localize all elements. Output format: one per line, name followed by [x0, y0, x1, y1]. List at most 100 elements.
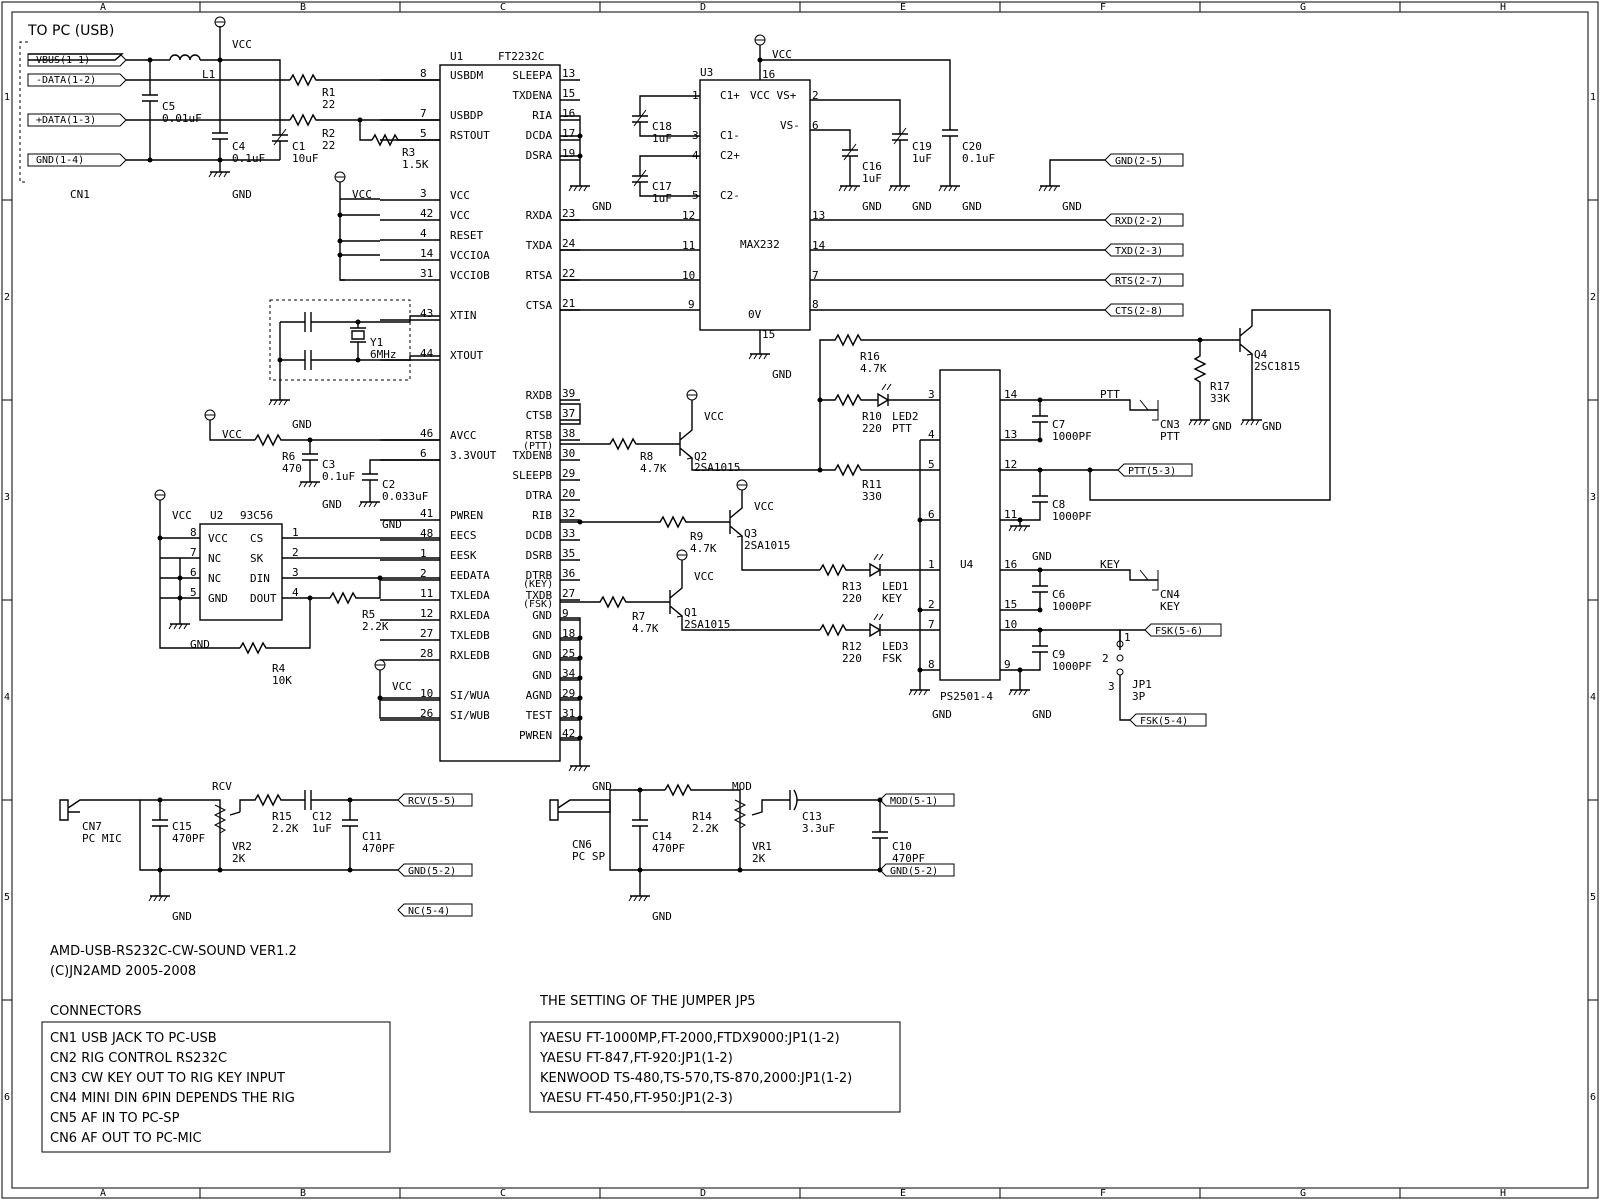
c9-ref: C9 — [1052, 648, 1065, 661]
u1-pin-27: 27 — [420, 627, 433, 640]
conn-line-5: CN6 AF OUT TO PC-MIC — [50, 1131, 202, 1146]
u1-rpin-23-5: 23 — [562, 207, 575, 220]
r2-val: 22 — [322, 139, 335, 152]
u3-p16: 16 — [762, 68, 775, 81]
u1-sig-siwua: SI/WUA — [450, 689, 490, 702]
r12-ref: R12 — [842, 640, 862, 653]
jp1-pin3: 3 — [1108, 680, 1115, 693]
row-left-5: 5 — [4, 892, 10, 903]
conn-line-3: CN4 MINI DIN 6PIN DEPENDS THE RIG — [50, 1091, 295, 1106]
u1-sig-eedata: EEDATA — [450, 569, 490, 582]
footer: AMD-USB-RS232C-CW-SOUND VER1.2 (C)JN2AMD… — [41, 944, 901, 1153]
u2-lpin-6: 6 — [190, 566, 197, 579]
r16-val: 4.7K — [860, 362, 887, 375]
u3-vsm: VS- — [780, 119, 800, 132]
rs232-flag-2-text: TXD(2-3) — [1115, 246, 1163, 257]
u1-rsig-26: PWREN — [519, 729, 552, 742]
u2-rsig-2: DIN — [250, 572, 270, 585]
u1-rsig-22: GND — [532, 649, 552, 662]
q4-gnd: GND — [1262, 420, 1282, 433]
u1-sig-vcc: VCC — [450, 189, 470, 202]
u1-right-pins: 13SLEEPA15TXDENA16RIA17DCDA19DSRA23RXDA2… — [512, 67, 580, 742]
c2-val: 0.033uF — [382, 490, 428, 503]
u2-lsig-0: VCC — [208, 532, 228, 545]
q3-key-driver: R9 4.7K VCC Q3 2SA1015 — [560, 479, 820, 571]
col-bot-E: E — [900, 1188, 906, 1199]
u1-pin-5: 5 — [420, 127, 427, 140]
r14-ref: R14 — [692, 810, 712, 823]
y1-val: 6MHz — [370, 348, 397, 361]
xtal-gnd-label: GND — [292, 418, 312, 431]
u1-rpin-42-26: 42 — [562, 727, 575, 740]
r10-val: 220 — [862, 422, 882, 435]
c3-ref: C3 — [322, 458, 335, 471]
u1-pin-41: 41 — [420, 507, 433, 520]
c8-val: 1000PF — [1052, 510, 1092, 523]
r4-val: 10K — [272, 674, 292, 687]
conn-line-2: CN3 CW KEY OUT TO RIG KEY INPUT — [50, 1071, 285, 1086]
rs232-flag-3: RTS(2-7) — [1104, 273, 1184, 287]
u1-rsig-9: RXDB — [526, 389, 553, 402]
avcc-vcc-label: VCC — [222, 428, 242, 441]
c11-ref: C11 — [362, 830, 382, 843]
u3-c1p: C1+ — [720, 89, 740, 102]
rs232-flag-2: TXD(2-3) — [1104, 243, 1184, 257]
u1-rsig-2: RIA — [532, 109, 552, 122]
u1-pin-2: 2 — [420, 567, 427, 580]
u1-rpin-27-19: 27 — [562, 587, 575, 600]
u1-rpin-29-13: 29 — [562, 467, 575, 480]
c6-val: 1000PF — [1052, 600, 1092, 613]
ptt53-flag-text: PTT(5-3) — [1128, 466, 1176, 477]
u1-pin-6: 6 — [420, 447, 427, 460]
u4-rpin-13: 13 — [1004, 428, 1017, 441]
cn6-ref: CN6 — [572, 838, 592, 851]
u1-rsig-11: RTSB — [526, 429, 553, 442]
c15-val: 470PF — [172, 832, 205, 845]
r7-ref: R7 — [632, 610, 645, 623]
col-bot-C: C — [500, 1188, 506, 1199]
u3-p15: 15 — [762, 328, 775, 341]
c19-val: 1uF — [912, 152, 932, 165]
u1-sig-vcciob: VCCIOB — [450, 269, 490, 282]
u2-rsig-3: DOUT — [250, 592, 277, 605]
c7-ref: C7 — [1052, 418, 1065, 431]
c7-val: 1000PF — [1052, 430, 1092, 443]
usb-pin-dplus: +DATA(1-3) — [36, 115, 96, 126]
col-bot-F: F — [1100, 1188, 1106, 1199]
u4-part: PS2501-4 — [940, 690, 993, 703]
u1-pin-46: 46 — [420, 427, 433, 440]
r10-ref: R10 — [862, 410, 882, 423]
u1-sig-vcc: VCC — [450, 209, 470, 222]
avcc-filter: VCC R6 470 C3 0.1uF GND C2 0.033uF GND — [204, 409, 440, 531]
col-top-A: A — [100, 2, 106, 13]
rs232-flag-4: CTS(2-8) — [1104, 303, 1184, 317]
fsk54-flag-text: FSK(5-4) — [1140, 716, 1188, 727]
jp-line-2: KENWOOD TS-480,TS-570,TS-870,2000:JP1(1-… — [540, 1071, 852, 1086]
u1-right-grounds: GND GND — [560, 115, 612, 793]
jp1-pin1: 1 — [1124, 631, 1131, 644]
u1-gnd-a-label: GND — [592, 200, 612, 213]
fsk56-flag-text: FSK(5-6) — [1155, 626, 1203, 637]
footer-title2: (C)JN2AMD 2005-2008 — [50, 964, 196, 979]
c20-val: 0.1uF — [962, 152, 995, 165]
u2-lpin-5: 5 — [190, 586, 197, 599]
u2-gnd-label: GND — [190, 638, 210, 651]
r4-ref: R4 — [272, 662, 286, 675]
u1-rsig-23: GND — [532, 669, 552, 682]
u4-gnd-c: GND — [1032, 708, 1052, 721]
u1-pin-31: 31 — [420, 267, 433, 280]
led1-val: KEY — [882, 592, 902, 605]
r9-ref: R9 — [690, 530, 703, 543]
col-top-G: G — [1300, 2, 1306, 13]
u1-sub-ptt: (PTT) — [523, 441, 553, 452]
y1-ref: Y1 — [370, 336, 383, 349]
u1-vcc-bus: VCC — [334, 171, 380, 281]
col-top-F: F — [1100, 2, 1106, 13]
col-bot-H: H — [1500, 1188, 1506, 1199]
u2-rpin-4: 4 — [292, 586, 299, 599]
u3-max232: U3 MAX232 C1+ C1- C2+ C2- 1 3 4 5 VCC VS… — [560, 34, 1105, 381]
u1-rpin-17-3: 17 — [562, 127, 575, 140]
